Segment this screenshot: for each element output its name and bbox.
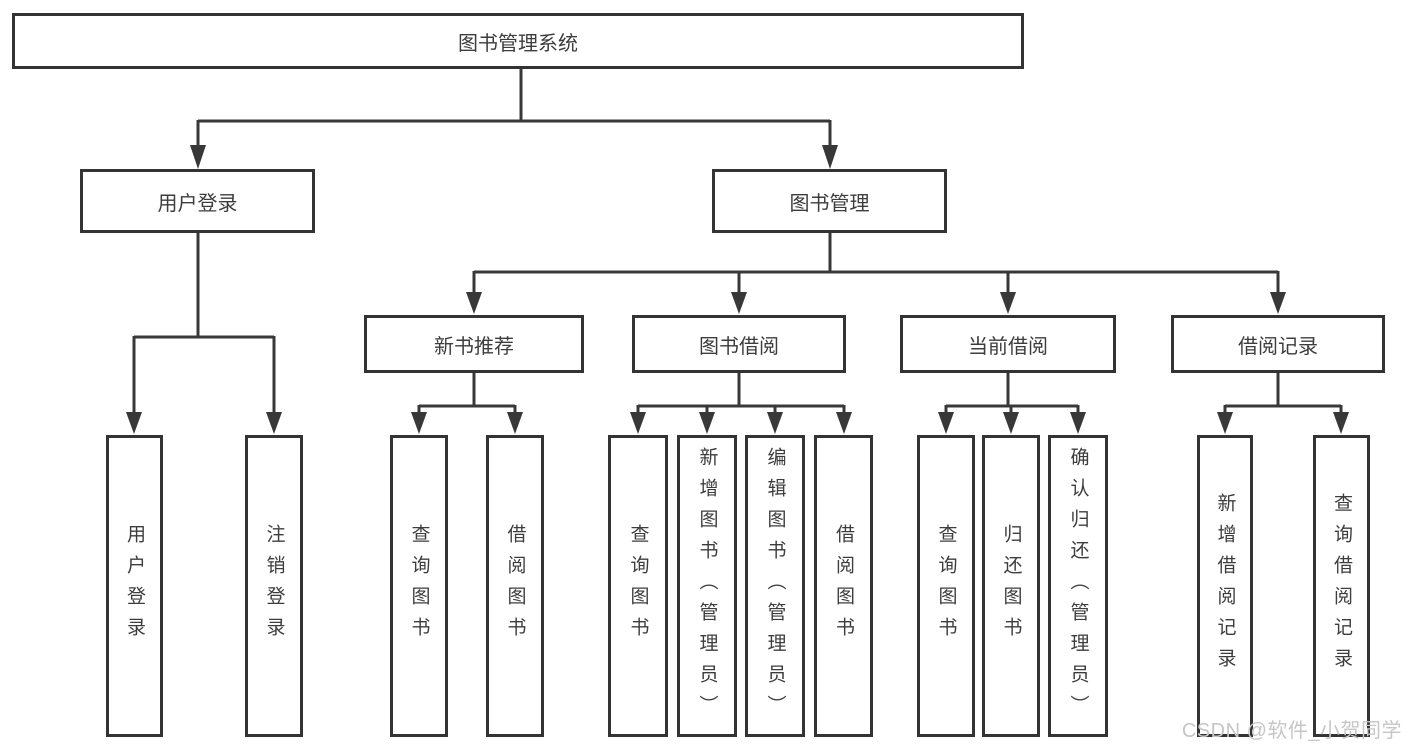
node-book-borrowing: 图书借阅 — [632, 315, 846, 373]
node-edit-books-admin: 编辑图书（管理员） — [745, 435, 805, 737]
node-label: 查询图书 — [935, 524, 957, 648]
node-label: 归还图书 — [1000, 524, 1022, 648]
node-query-books-current: 查询图书 — [917, 435, 975, 737]
node-label: 查询图书 — [627, 524, 649, 648]
node-add-books-admin: 新增图书（管理员） — [677, 435, 737, 737]
node-label: 借阅图书 — [504, 524, 526, 648]
node-label: 新增图书（管理员） — [696, 446, 718, 726]
node-query-books-recommendation: 查询图书 — [390, 435, 448, 737]
node-label: 注销登录 — [263, 524, 285, 648]
node-logout-leaf: 注销登录 — [245, 435, 303, 737]
node-user-login-leaf: 用户登录 — [106, 435, 163, 737]
node-book-management: 图书管理 — [712, 169, 947, 233]
node-current-borrowing: 当前借阅 — [900, 315, 1116, 373]
node-confirm-return-admin: 确认归还（管理员） — [1048, 435, 1108, 737]
node-label: 查询借阅记录 — [1331, 493, 1352, 679]
node-label: 新增借阅记录 — [1214, 493, 1236, 679]
node-borrow-books-borrowing: 借阅图书 — [814, 435, 873, 737]
node-label: 借阅图书 — [833, 524, 854, 648]
node-user-login: 用户登录 — [80, 169, 315, 233]
csdn-watermark: CSDN @软件_小贺同学 — [1181, 720, 1402, 742]
node-add-borrowing-record: 新增借阅记录 — [1197, 435, 1253, 737]
node-return-books: 归还图书 — [982, 435, 1040, 737]
node-library-management-system: 图书管理系统 — [12, 13, 1024, 69]
node-borrowing-records: 借阅记录 — [1171, 315, 1385, 373]
node-label: 编辑图书（管理员） — [764, 446, 786, 726]
node-label: 用户登录 — [124, 524, 145, 648]
node-new-book-recommendation: 新书推荐 — [364, 315, 584, 373]
node-borrow-books-recommendation: 借阅图书 — [486, 435, 544, 737]
node-label: 查询图书 — [408, 524, 430, 648]
node-query-borrowing-record: 查询借阅记录 — [1313, 435, 1370, 737]
node-query-books-borrowing: 查询图书 — [608, 435, 668, 737]
node-label: 确认归还（管理员） — [1067, 446, 1089, 726]
